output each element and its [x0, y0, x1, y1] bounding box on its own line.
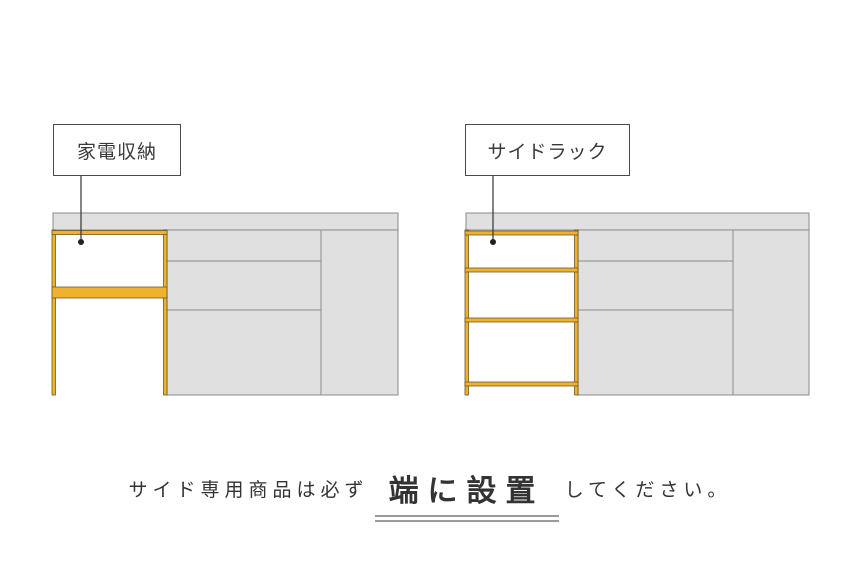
side-rack-right-post: [574, 229, 579, 396]
caption-emphasis-wrap: 端に設置: [374, 466, 559, 522]
caption-double-underline: [374, 515, 559, 522]
right-cabinet-body: [577, 229, 810, 396]
appliance-storage-label: 家電収納: [53, 124, 181, 176]
right-countertop: [465, 212, 810, 231]
caption-suffix: してください。: [564, 478, 732, 501]
side-rack-label-text: サイドラック: [487, 140, 608, 163]
caption-emphasis: 端に設置: [388, 474, 545, 509]
side-rack-shelf-2: [464, 267, 579, 273]
side-rack-shelf-3: [464, 317, 579, 323]
appliance-storage-rack: [51, 229, 168, 396]
rack-left-post: [51, 229, 56, 396]
left-countertop: [52, 212, 399, 231]
left-kitchen-cabinet: [52, 212, 399, 396]
side-rack-left-post: [464, 229, 469, 396]
side-rack-shelf-4: [464, 381, 579, 387]
left-cabinet-body: [166, 229, 399, 396]
rack-mid-shelf: [51, 286, 168, 299]
appliance-storage-label-text: 家電収納: [76, 140, 157, 163]
side-rack-label: サイドラック: [465, 124, 630, 176]
rack-top-shelf: [51, 230, 168, 235]
right-callout-dot: [490, 239, 496, 245]
left-callout-dot: [78, 239, 84, 245]
right-kitchen-cabinet: [465, 212, 810, 396]
side-rack-shelf-1: [464, 230, 579, 236]
rack-right-post: [163, 229, 168, 396]
caption-prefix: サイド専用商品は必ず: [128, 478, 369, 501]
caption: サイド専用商品は必ず 端に設置 してください。: [0, 458, 860, 522]
side-rack: [464, 229, 579, 396]
